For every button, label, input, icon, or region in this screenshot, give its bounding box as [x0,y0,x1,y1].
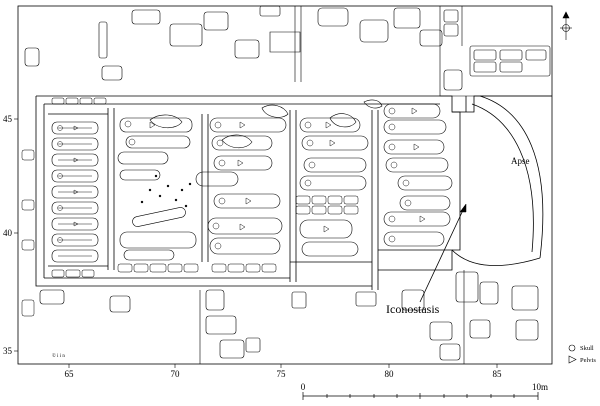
y-tick-45: 45 [3,114,13,124]
x-tick-75: 75 [277,369,287,379]
church-walls [35,95,552,290]
upper-walls [24,5,552,97]
graves [51,99,453,263]
y-tick-35: 35 [3,346,13,356]
x-tick-80: 80 [385,369,395,379]
apse-label: Apse [511,156,530,166]
skull-icon [568,344,576,352]
scale-bar-start: 0 [301,382,306,392]
legend-skull-label: Skull [580,345,594,352]
skeleton-marks [57,107,426,257]
legend-pelvis-label: Pelvis [580,357,596,364]
legend: Skull Pelvis [568,344,596,364]
iconostasis-label: Iconostasis [386,302,440,316]
scale-bar: 0 10m [301,382,548,400]
x-axis-labels: 65 70 75 80 85 [65,369,503,379]
x-tick-70: 70 [171,369,181,379]
axis-ticks [14,118,498,368]
x-tick-65: 65 [65,369,75,379]
y-axis-labels: 45 40 35 [3,114,13,356]
lower-walls [39,270,539,364]
iconostasis-annotation: Iconostasis [386,203,467,316]
pelvis-icon [568,355,577,364]
stone-courses [21,97,359,317]
tiny-note: © i i n [52,353,65,359]
plan-frame [17,5,553,365]
x-tick-85: 85 [493,369,503,379]
north-arrow-icon [560,11,572,40]
y-tick-40: 40 [3,228,13,238]
scale-bar-end: 10m [532,382,548,392]
